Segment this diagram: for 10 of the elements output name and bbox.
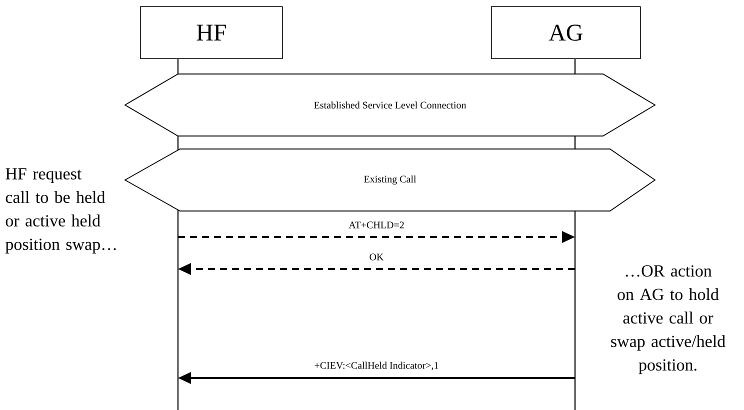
message-arrow xyxy=(178,231,575,243)
note-text: …OR action on AG to hold active call or swap active/held position. xyxy=(611,265,726,374)
message-arrow xyxy=(178,372,575,384)
message-arrow xyxy=(178,263,575,275)
note-text: HF request call to be held or active held position swap… xyxy=(5,168,116,254)
participant-box: AG xyxy=(491,6,641,59)
message-label: +CIEV:<CallHeld Indicator>,1 xyxy=(313,360,440,372)
message-label: AT+CHLD=2 xyxy=(348,220,406,230)
message-label: OK xyxy=(368,252,385,262)
participant-box: HF xyxy=(140,6,283,59)
